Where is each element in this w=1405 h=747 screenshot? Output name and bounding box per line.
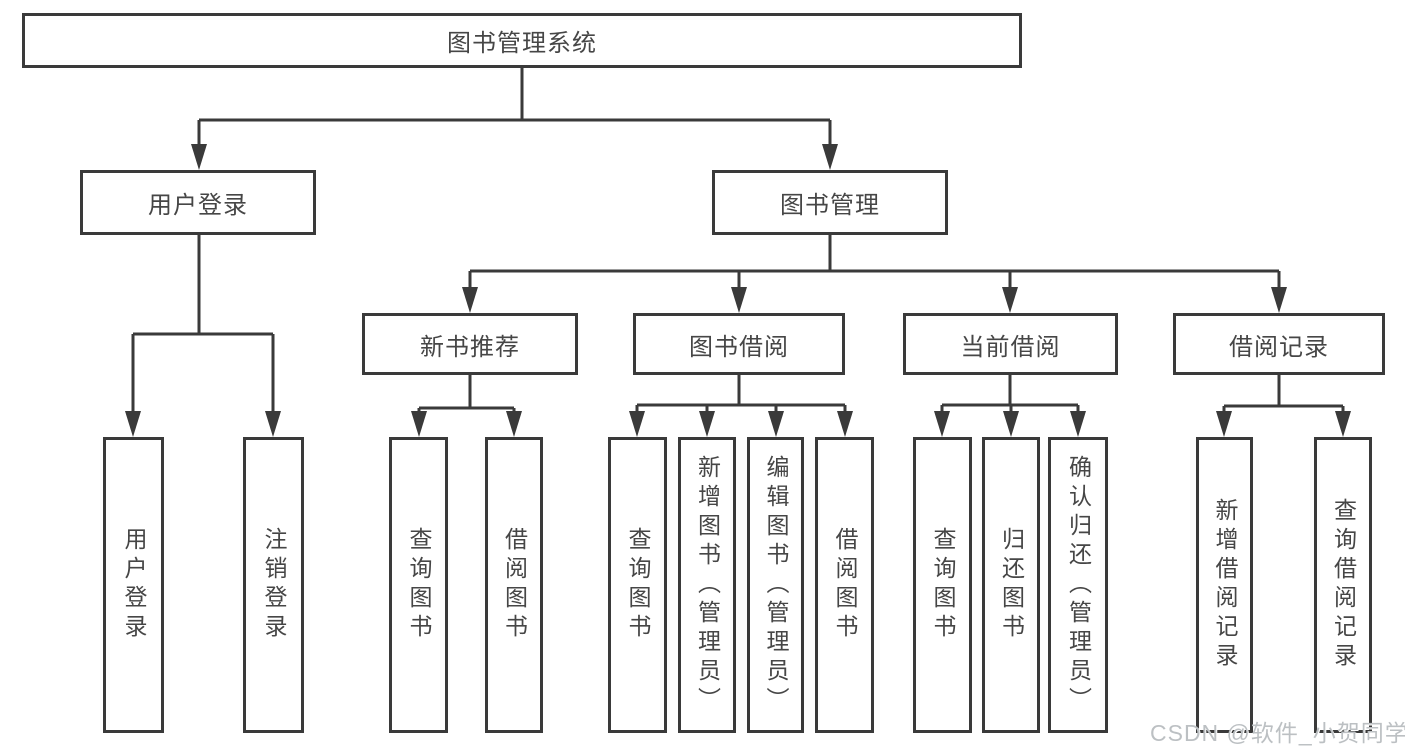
- leaf-borrow-query-label: 查询图书: [625, 527, 651, 643]
- node-root-label: 图书管理系统: [447, 30, 597, 57]
- node-new-books-label: 新书推荐: [420, 333, 520, 361]
- leaf-newbooks-query-label: 查询图书: [406, 527, 432, 643]
- leaf-borrow-query: 查询图书: [608, 437, 667, 733]
- node-borrow-records: 借阅记录: [1173, 313, 1385, 375]
- leaf-newbooks-borrow: 借阅图书: [485, 437, 543, 733]
- leaf-borrow-add-book-label: 新增图书（管理员）: [694, 454, 721, 716]
- leaf-current-query-label: 查询图书: [930, 527, 956, 643]
- leaf-current-confirm-return-label: 确认归还（管理员）: [1065, 454, 1092, 716]
- leaf-logout: 注销登录: [243, 437, 304, 733]
- leaf-borrow-edit-book: 编辑图书（管理员）: [747, 437, 804, 733]
- arrowheads: [125, 144, 1351, 437]
- leaf-newbooks-query: 查询图书: [389, 437, 448, 733]
- leaf-logout-label: 注销登录: [261, 527, 287, 643]
- node-user-login: 用户登录: [80, 170, 316, 235]
- leaf-current-confirm-return: 确认归还（管理员）: [1048, 437, 1108, 733]
- leaf-borrow-add-book: 新增图书（管理员）: [678, 437, 736, 733]
- leaf-borrow-borrow-book: 借阅图书: [815, 437, 874, 733]
- leaf-current-return-label: 归还图书: [998, 527, 1025, 643]
- node-book-mgmt-label: 图书管理: [780, 192, 880, 219]
- leaf-newbooks-borrow-label: 借阅图书: [501, 527, 528, 643]
- leaf-records-query-label: 查询借阅记录: [1330, 498, 1357, 672]
- node-current-borrow: 当前借阅: [903, 313, 1118, 375]
- node-current-borrow-label: 当前借阅: [960, 333, 1061, 361]
- node-borrow-records-label: 借阅记录: [1229, 333, 1329, 361]
- node-root: 图书管理系统: [22, 13, 1022, 68]
- node-book-borrow: 图书借阅: [633, 313, 845, 375]
- leaf-records-query: 查询借阅记录: [1314, 437, 1372, 733]
- leaf-records-add: 新增借阅记录: [1196, 437, 1253, 733]
- leaf-records-add-label: 新增借阅记录: [1212, 498, 1238, 672]
- node-new-books: 新书推荐: [362, 313, 578, 375]
- node-book-borrow-label: 图书借阅: [689, 333, 789, 361]
- leaf-current-return: 归还图书: [982, 437, 1040, 733]
- leaf-borrow-edit-book-label: 编辑图书（管理员）: [763, 454, 789, 716]
- node-user-login-label: 用户登录: [148, 192, 248, 219]
- csdn-watermark: CSDN @软件_小贺同学: [1150, 720, 1405, 746]
- node-book-mgmt: 图书管理: [712, 170, 948, 235]
- leaf-user-login-label: 用户登录: [121, 527, 147, 643]
- leaf-user-login: 用户登录: [103, 437, 164, 733]
- leaf-current-query: 查询图书: [913, 437, 972, 733]
- leaf-borrow-borrow-book-label: 借阅图书: [832, 527, 858, 643]
